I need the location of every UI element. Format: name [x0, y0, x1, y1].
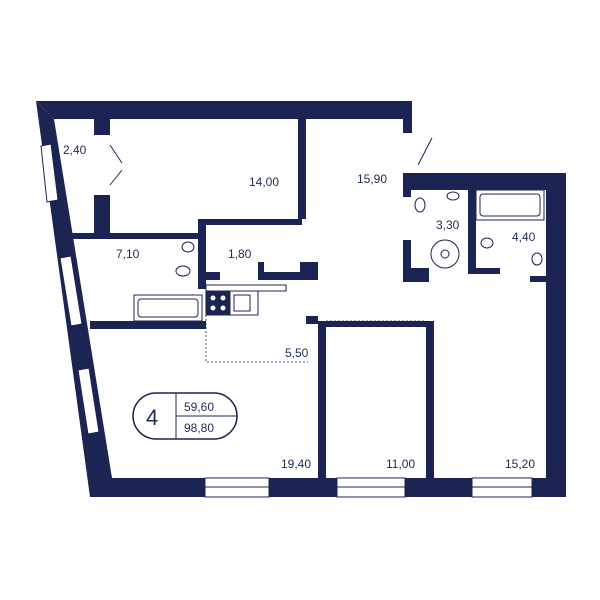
toilet-bath-small	[414, 197, 426, 213]
sink-bath-small	[446, 191, 460, 201]
wardrobe-top-wall	[198, 219, 302, 225]
room-area-kitchen-zone: 5,50	[285, 346, 309, 360]
bath-small-bottom-wall	[403, 268, 429, 282]
wardrobe-bottom-wall-2	[258, 272, 302, 280]
bedroom-mid-left-wall	[318, 321, 326, 478]
room-area-bathroom-small: 3,30	[436, 218, 460, 232]
bath-large-bottom	[468, 268, 500, 274]
room-area-bedroom-right: 15,20	[505, 457, 535, 471]
bath-left-top-wall	[58, 233, 198, 239]
bath-large-bottom-right	[530, 276, 546, 282]
burner	[219, 294, 227, 302]
bath-left-bottom-wall	[90, 321, 206, 329]
balcony-door	[109, 144, 123, 186]
bathtub-left-inner	[137, 298, 199, 318]
living-stub	[306, 316, 318, 324]
burner	[209, 304, 217, 312]
doors	[109, 137, 433, 186]
summary-badge: 4 59,60 98,80	[132, 392, 238, 440]
right-wall	[546, 173, 566, 497]
fixtures	[133, 189, 545, 322]
sink-bath-large	[531, 252, 543, 266]
hall-stub	[403, 119, 412, 133]
toilet-bath-large	[480, 237, 494, 249]
windows	[40, 143, 533, 498]
stove	[205, 290, 231, 316]
room-area-kitchen: 14,00	[249, 175, 279, 189]
room-area-bathroom-large: 4,40	[512, 230, 536, 244]
wardrobe-bottom-wall-1	[198, 272, 220, 280]
bedroom-mid-right-wall	[426, 321, 434, 478]
total-area: 98,80	[184, 421, 214, 435]
kitchen-counter-top	[205, 284, 287, 292]
shower-inner	[440, 249, 450, 259]
wardrobe-left-wall	[198, 219, 206, 289]
room-labels: 2,40 14,00 15,90 3,30 4,40 7,10 1,80 5,5…	[63, 143, 536, 471]
entrance-door	[417, 137, 433, 166]
sink-left	[181, 241, 195, 253]
bath-small-left-wall-2	[403, 240, 411, 274]
living-area: 59,60	[184, 400, 214, 414]
balcony-wall-bottom	[94, 195, 110, 233]
kitchen-counter	[205, 284, 426, 363]
kitchen-hall-wall-top	[298, 119, 306, 219]
wardrobe-right-stub	[300, 262, 318, 280]
window-left-2	[59, 255, 83, 327]
window-left-1	[40, 143, 59, 203]
toilet-left	[175, 265, 191, 277]
room-area-hall: 15,90	[357, 172, 387, 186]
bath-small-left-wall	[403, 173, 411, 197]
balcony-wall-top	[94, 119, 110, 135]
room-area-bathroom-left: 7,10	[116, 247, 140, 261]
interior-walls	[58, 119, 546, 478]
room-area-wardrobe: 1,80	[228, 247, 252, 261]
bathtub-right-inner	[479, 193, 541, 217]
window-left-3	[77, 367, 100, 435]
burner	[219, 304, 227, 312]
wardrobe-stub	[258, 262, 264, 276]
top-wall	[36, 101, 412, 119]
right-upper-wall	[405, 173, 566, 190]
bath-divider	[468, 190, 476, 274]
room-area-balcony: 2,40	[63, 143, 87, 157]
kitchen-sink-basin	[233, 294, 251, 312]
rooms-count: 4	[146, 405, 158, 430]
burner	[209, 294, 217, 302]
bedroom-mid-top-wall	[318, 321, 426, 327]
room-area-bedroom-middle: 11,00	[386, 457, 415, 471]
room-area-living-room: 19,40	[281, 457, 311, 471]
